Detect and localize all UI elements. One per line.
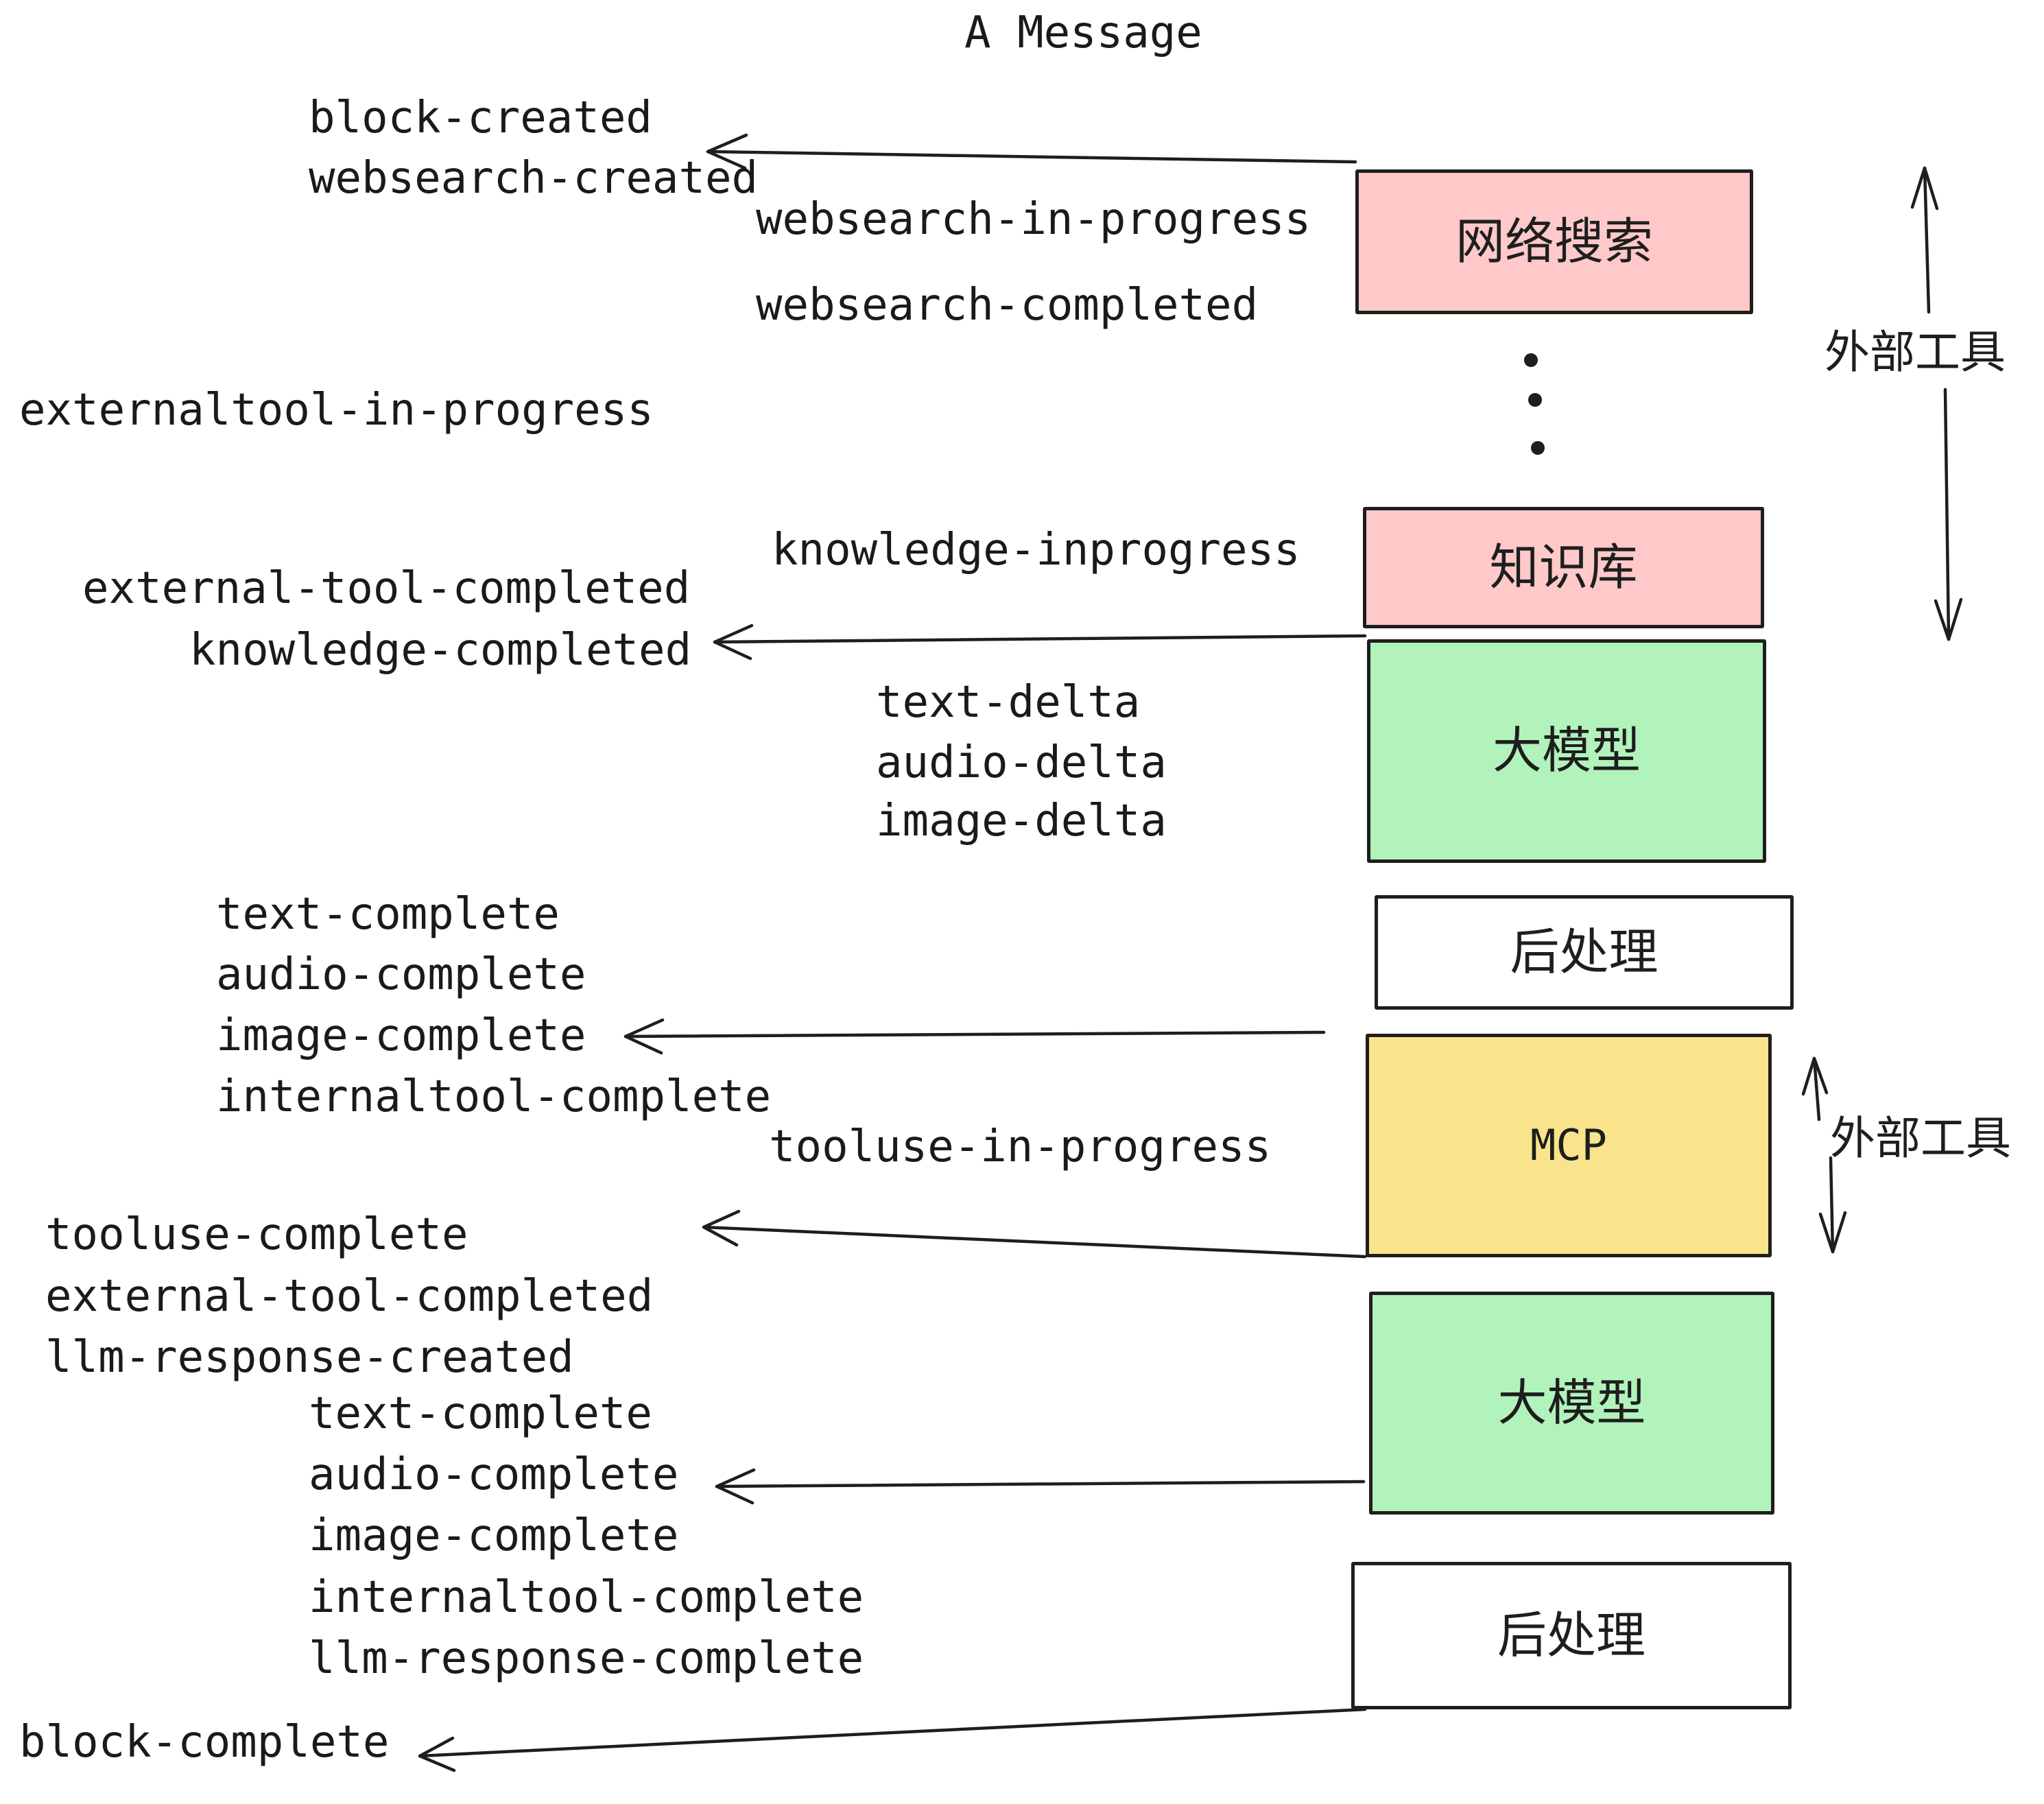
external-tools-up-arrow (1910, 166, 1939, 314)
external-tools-down-arrow (1934, 388, 1963, 641)
box-mcp-label: MCP (1530, 1120, 1607, 1170)
event-websearch-completed: websearch-completed (756, 280, 1259, 331)
event-audio-delta: audio-delta (876, 737, 1167, 788)
box-llm-2-label: 大模型 (1497, 1375, 1646, 1431)
event-knowledge-completed: knowledge-completed (189, 625, 692, 676)
arrow-to-tooluse-complete (702, 1209, 1367, 1259)
event-externaltool-in-progress: externaltool-in-progress (19, 385, 654, 436)
event-image-complete-2: image-complete (309, 1510, 679, 1561)
event-websearch-in-progress: websearch-in-progress (756, 194, 1311, 245)
event-knowledge-inprogress: knowledge-inprogress (772, 525, 1300, 575)
event-text-delta: text-delta (876, 677, 1141, 728)
arrow-to-block-created (706, 133, 1357, 170)
box-knowledge: 知识库 (1363, 507, 1764, 628)
box-knowledge-label: 知识库 (1489, 540, 1638, 595)
arrow-to-knowledge-completed (713, 624, 1367, 661)
box-llm-1: 大模型 (1367, 639, 1766, 863)
external-tools-mcp-up-arrow (1801, 1056, 1829, 1121)
ellipsis-dots (1524, 353, 1545, 455)
box-llm-2: 大模型 (1369, 1292, 1774, 1515)
diagram-title: A Message (964, 8, 1202, 58)
event-internaltool-complete: internaltool-complete (216, 1071, 772, 1122)
event-image-delta: image-delta (876, 796, 1167, 846)
box-mcp: MCP (1366, 1034, 1772, 1257)
event-tooluse-in-progress: tooluse-in-progress (769, 1121, 1272, 1172)
box-websearch: 网络搜索 (1355, 169, 1753, 314)
box-postprocess-1: 后处理 (1375, 895, 1794, 1010)
arrow-to-image-complete (623, 1018, 1326, 1055)
external-tools-mcp-label: 外部工具 (1830, 1113, 2011, 1163)
box-postprocess-1-label: 后处理 (1510, 925, 1659, 980)
box-postprocess-2: 后处理 (1351, 1562, 1792, 1709)
external-tools-mcp-down-arrow (1818, 1156, 1847, 1254)
event-websearch-created: websearch-created (309, 153, 759, 204)
event-internaltool-complete-2: internaltool-complete (309, 1572, 864, 1623)
event-external-tool-completed: external-tool-completed (82, 563, 691, 614)
event-llm-response-complete: llm-response-complete (309, 1633, 864, 1684)
event-text-complete-2: text-complete (309, 1388, 652, 1439)
event-audio-complete-2: audio-complete (309, 1449, 679, 1500)
event-external-tool-completed-2: external-tool-completed (45, 1271, 654, 1322)
box-llm-1-label: 大模型 (1492, 724, 1641, 779)
event-block-complete: block-complete (19, 1717, 390, 1768)
box-websearch-label: 网络搜索 (1455, 214, 1653, 270)
arrow-to-audio-complete (715, 1468, 1366, 1505)
external-tools-label: 外部工具 (1825, 327, 2006, 377)
arrow-to-block-complete (418, 1707, 1367, 1772)
event-audio-complete: audio-complete (216, 949, 586, 1000)
event-llm-response-created: llm-response-created (45, 1332, 574, 1383)
event-image-complete: image-complete (216, 1010, 586, 1061)
event-tooluse-complete: tooluse-complete (45, 1209, 468, 1260)
event-text-complete: text-complete (216, 889, 560, 940)
event-block-created: block-created (309, 93, 652, 143)
box-postprocess-2-label: 后处理 (1497, 1608, 1645, 1663)
